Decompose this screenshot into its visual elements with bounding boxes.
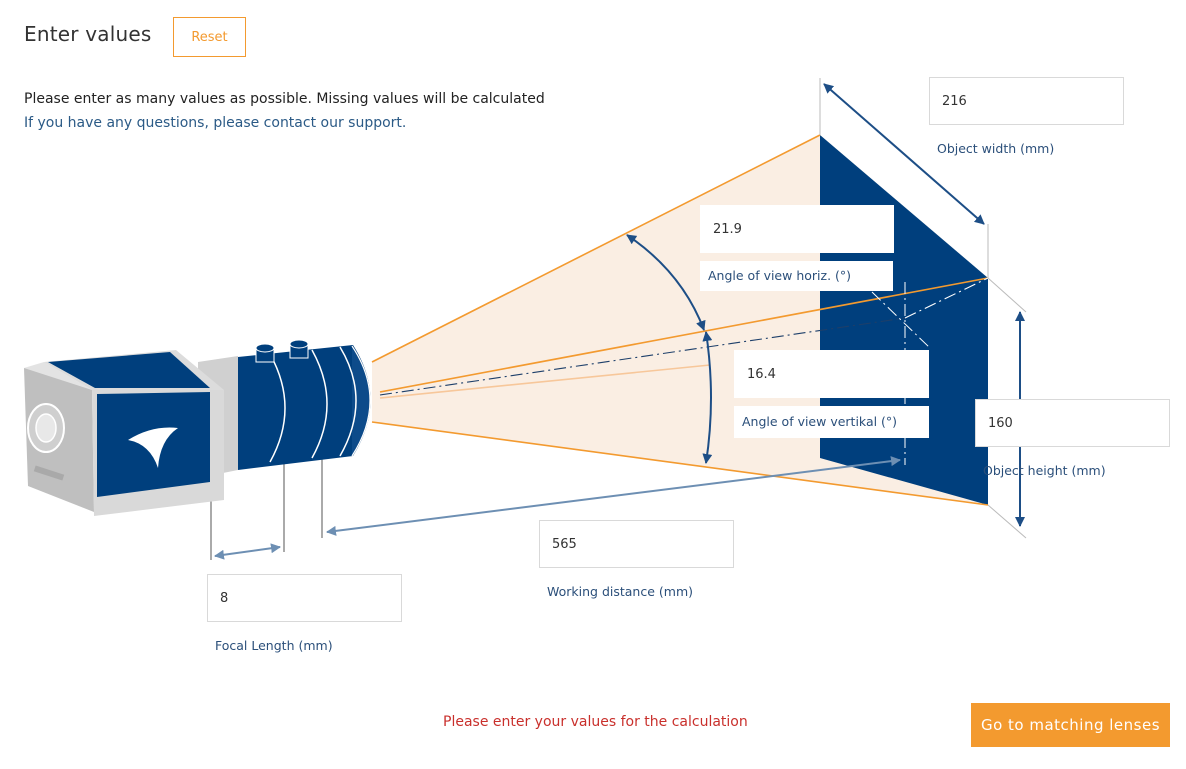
go-to-matching-lenses-button[interactable]: Go to matching lenses bbox=[971, 703, 1170, 747]
working-distance-input[interactable] bbox=[539, 520, 734, 568]
working-distance-label: Working distance (mm) bbox=[547, 584, 694, 599]
angle-vertical-input[interactable] bbox=[734, 350, 929, 398]
focal-length-label: Focal Length (mm) bbox=[215, 638, 333, 653]
reset-button[interactable]: Reset bbox=[173, 17, 246, 57]
instruction-text: Please enter as many values as possible.… bbox=[24, 91, 545, 107]
validation-message: Please enter your values for the calcula… bbox=[443, 714, 748, 730]
angle-horizontal-label: Angle of view horiz. (°) bbox=[700, 261, 893, 291]
object-plane bbox=[820, 135, 988, 505]
angle-vertical-label: Angle of view vertikal (°) bbox=[734, 406, 929, 438]
page-title: Enter values bbox=[24, 22, 152, 46]
focal-length-input[interactable] bbox=[207, 574, 402, 622]
object-height-label: Object height (mm) bbox=[983, 463, 1106, 478]
object-height-input[interactable] bbox=[975, 399, 1170, 447]
object-width-input[interactable] bbox=[929, 77, 1124, 125]
support-link[interactable]: If you have any questions, please contac… bbox=[24, 115, 407, 131]
camera-body bbox=[24, 350, 224, 516]
angle-horizontal-input[interactable] bbox=[700, 205, 894, 253]
object-width-label: Object width (mm) bbox=[937, 141, 1055, 156]
